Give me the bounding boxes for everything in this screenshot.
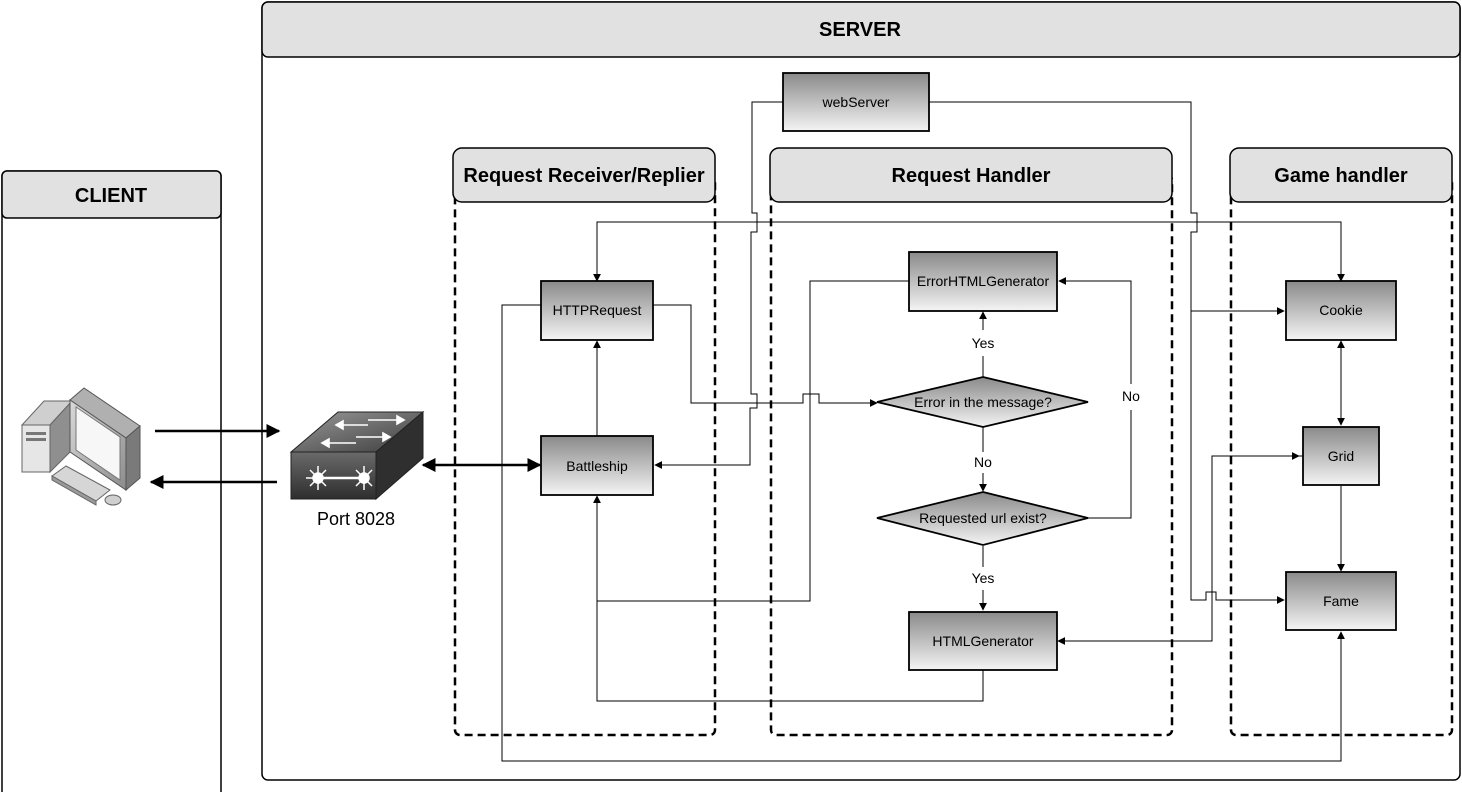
- cookie-node[interactable]: Cookie: [1285, 280, 1397, 341]
- fame-node[interactable]: Fame: [1285, 571, 1397, 631]
- edge-bus-fame: [1200, 591, 1285, 604]
- edge-httprequest-cookie: [593, 221, 1345, 282]
- edge-labels: Yes No No Yes: [972, 335, 1141, 586]
- fame-label: Fame: [1323, 593, 1359, 609]
- computer-icon: [20, 387, 141, 506]
- server-title: SERVER: [819, 19, 901, 41]
- handler-title: Request Handler: [892, 165, 1051, 187]
- connectors: [149, 101, 1345, 762]
- game-header: [1229, 147, 1453, 203]
- battleship-node[interactable]: Battleship: [540, 435, 654, 496]
- httprequest-label: HTTPRequest: [553, 302, 642, 318]
- handler-header: [769, 147, 1173, 203]
- receiver-header: [452, 147, 716, 203]
- section-game: Game handler: [1229, 147, 1454, 737]
- game-title: Game handler: [1274, 165, 1408, 187]
- webserver-label: webServer: [822, 94, 890, 110]
- decision-error-label: Error in the message?: [914, 394, 1052, 410]
- edge-error-html-battleship: [593, 280, 909, 602]
- grid-node[interactable]: Grid: [1302, 426, 1380, 486]
- server-header: [261, 1, 1461, 58]
- label-no-right: No: [1122, 388, 1140, 404]
- client-title: CLIENT: [75, 185, 147, 207]
- port-label: Port 8028: [317, 509, 395, 529]
- html-generator-node[interactable]: HTMLGenerator: [908, 611, 1058, 671]
- label-yes-bottom: Yes: [972, 570, 995, 586]
- cookie-label: Cookie: [1319, 302, 1363, 318]
- html-generator-label: HTMLGenerator: [932, 633, 1033, 649]
- label-yes-top: Yes: [972, 335, 995, 351]
- decision-url-label: Requested url exist?: [919, 510, 1047, 526]
- receiver-title: Request Receiver/Replier: [463, 165, 704, 187]
- edge-html-generator-battleship: [596, 601, 984, 702]
- section-handler: Request Handler: [769, 147, 1174, 737]
- edge-no-error-html: [1088, 410, 1132, 519]
- error-html-generator-node[interactable]: ErrorHTMLGenerator: [908, 251, 1058, 312]
- edge-httprequest-fame: [501, 304, 1345, 762]
- label-no-middle: No: [974, 454, 992, 470]
- client-header: [1, 170, 222, 219]
- decision-error-in-message[interactable]: Error in the message?: [876, 376, 1089, 428]
- error-html-generator-label: ErrorHTMLGenerator: [917, 273, 1050, 289]
- edge-no-error-html-arrow: [1058, 277, 1132, 384]
- switch-icon: [289, 410, 425, 501]
- edge-httprequest-error-check: [653, 304, 878, 407]
- decision-url-exists[interactable]: Requested url exist?: [876, 491, 1089, 546]
- grid-label: Grid: [1328, 448, 1354, 464]
- battleship-label: Battleship: [566, 458, 628, 474]
- section-receiver: Request Receiver/Replier: [452, 147, 717, 737]
- webserver-node[interactable]: webServer: [782, 72, 930, 132]
- httprequest-node[interactable]: HTTPRequest: [540, 280, 654, 341]
- client-container: CLIENT: [1, 170, 222, 792]
- edge-webserver-battleship: [654, 101, 783, 469]
